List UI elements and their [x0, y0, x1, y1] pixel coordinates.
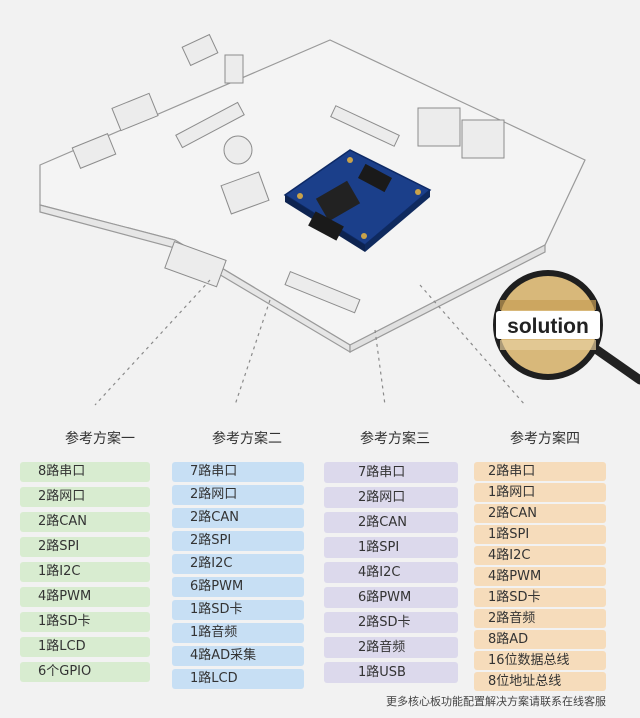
core-board: [283, 149, 432, 252]
list-item: 2路I2C: [172, 554, 304, 574]
list-item: 1路LCD: [20, 637, 150, 657]
list-item: 2路网口: [20, 487, 150, 507]
scheme-title: 参考方案三: [360, 431, 430, 447]
list-item: 1路SD卡: [20, 612, 150, 632]
list-item: 1路SPI: [474, 525, 606, 544]
list-item: 2路CAN: [324, 512, 458, 533]
list-item: 1路USB: [324, 662, 458, 683]
list-item: 2路SD卡: [324, 612, 458, 633]
list-item: 2路音频: [474, 609, 606, 628]
list-item: 1路网口: [474, 483, 606, 502]
list-item: 2路网口: [172, 485, 304, 505]
capacitor-sketch: [224, 54, 244, 84]
list-item: 2路串口: [474, 462, 606, 481]
header-sketch: [330, 105, 400, 147]
list-item: 6路PWM: [172, 577, 304, 597]
list-item: 4路PWM: [474, 567, 606, 586]
list-item: 1路I2C: [20, 562, 150, 582]
pointer-lines: [94, 279, 526, 406]
memory-chip: [308, 211, 344, 241]
scheme-title: 参考方案一: [65, 431, 135, 447]
list-item: 2路CAN: [20, 512, 150, 532]
list-item: 2路CAN: [172, 508, 304, 528]
connector-sketch: [181, 33, 219, 67]
list-item: 2路CAN: [474, 504, 606, 523]
sd-slot-sketch: [220, 171, 270, 215]
list-item: 1路LCD: [172, 669, 304, 689]
memory-chip: [358, 163, 392, 193]
list-item: 8路串口: [20, 462, 150, 482]
footer-note: 更多核心板功能配置解决方案请联系在线客服: [386, 695, 606, 708]
list-item: 4路AD采集: [172, 646, 304, 666]
magnifier-label: solution: [507, 315, 589, 338]
list-item: 4路PWM: [20, 587, 150, 607]
list-item: 8路AD: [474, 630, 606, 649]
serial-port-sketch: [164, 240, 227, 288]
scheme-title: 参考方案四: [510, 431, 580, 447]
ethernet-port-sketch: [417, 107, 461, 147]
list-item: 8位地址总线: [474, 672, 606, 691]
list-item: 1路SPI: [324, 537, 458, 558]
list-item: 1路SD卡: [172, 600, 304, 620]
list-item: 1路SD卡: [474, 588, 606, 607]
list-item: 4路I2C: [324, 562, 458, 583]
battery-sketch: [223, 135, 253, 165]
list-item: 2路音频: [324, 637, 458, 658]
list-item: 2路SPI: [172, 531, 304, 551]
list-item: 1路音频: [172, 623, 304, 643]
list-item: 6路PWM: [324, 587, 458, 608]
header-sketch: [175, 101, 245, 149]
list-item: 4路I2C: [474, 546, 606, 565]
list-item: 16位数据总线: [474, 651, 606, 670]
cpu-chip: [315, 180, 361, 222]
usb-connector-sketch: [111, 92, 159, 132]
list-item: 2路SPI: [20, 537, 150, 557]
header-sketch: [284, 270, 361, 314]
list-item: 7路串口: [324, 462, 458, 483]
magnifier-icon: solution: [493, 270, 640, 385]
list-item: 2路网口: [324, 487, 458, 508]
ethernet-port-sketch: [461, 119, 505, 159]
usb-connector-sketch: [71, 133, 117, 169]
scheme-title: 参考方案二: [212, 431, 282, 447]
list-item: 7路串口: [172, 462, 304, 482]
list-item: 6个GPIO: [20, 662, 150, 682]
board-illustration: solution: [39, 33, 640, 406]
